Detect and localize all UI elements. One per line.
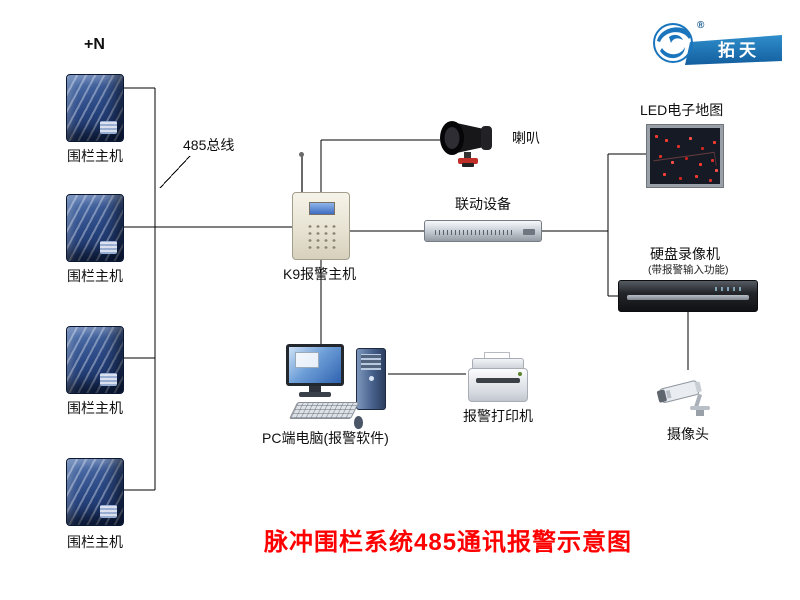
pc-monitor-icon [286,344,344,386]
fence-host-icon [66,74,124,142]
led-dots [655,135,658,138]
pc-monitor-base [299,392,331,397]
led-map-label: LED电子地图 [640,102,724,118]
diagram-title: 脉冲围栏系统485通讯报警示意图 [264,529,633,556]
k9-host-label: K9报警主机 [283,266,357,282]
led-map-outline [653,151,717,175]
pc-tower-icon [356,348,386,410]
fence-host-icon [66,326,124,394]
brand-logo: ® 拓天 [648,16,786,68]
dvr-icon [618,280,758,312]
pc-keyboard-icon [289,402,360,419]
k9-antenna-icon [299,152,304,192]
fence-host-label: 围栏主机 [67,148,123,164]
speaker-label: 喇叭 [512,130,540,146]
bus-label: 485总线 [183,137,235,153]
speaker-icon [438,110,498,168]
linkage-label: 联动设备 [455,196,511,212]
pc-mouse-icon [354,416,363,429]
camera-icon [656,368,720,420]
pc-screen [289,347,341,383]
fence-host-label: 围栏主机 [67,400,123,416]
brand-name: 拓天 [718,41,760,60]
fence-host-icon [66,194,124,262]
linkage-device-icon [424,220,542,242]
fence-host-icon [66,458,124,526]
k9-host-icon [292,192,350,260]
dvr-label: 硬盘录像机 [650,246,720,262]
plus-n-label: +N [84,36,105,53]
printer-power-led [518,372,522,376]
led-map-icon [646,124,724,188]
fence-host-label: 围栏主机 [67,268,123,284]
dvr-sublabel: (带报警输入功能) [648,264,729,276]
fence-host-label: 围栏主机 [67,534,123,550]
k9-keypad [306,223,338,249]
camera-label: 摄像头 [667,426,709,442]
pc-monitor-stand [309,386,321,393]
registered-mark-icon: ® [697,20,705,31]
printer-icon [466,352,530,404]
printer-label: 报警打印机 [463,408,533,424]
printer-body [468,368,528,402]
led-map-screen [650,128,720,184]
k9-screen [309,202,335,215]
brand-swirl-icon [653,23,782,65]
pc-label: PC端电脑(报警软件) [262,430,389,446]
printer-output-slot [476,378,520,383]
